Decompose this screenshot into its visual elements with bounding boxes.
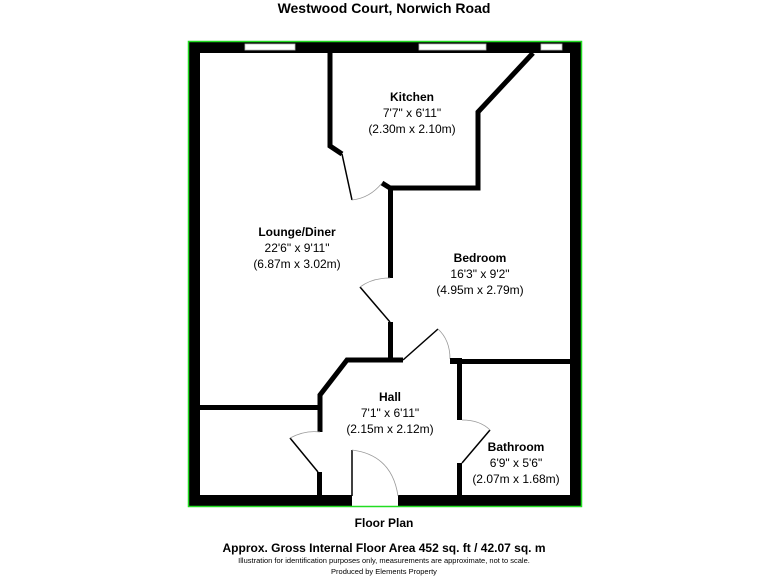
- room-lounge: Lounge/Diner 22'6" x 9'11" (6.87m x 3.02…: [253, 225, 340, 271]
- floor-area: Approx. Gross Internal Floor Area 452 sq…: [223, 541, 546, 555]
- door-swing: [359, 277, 391, 288]
- room-name: Hall: [379, 390, 401, 404]
- lounge-bedroom-wall: [388, 188, 393, 278]
- floor-label: Floor Plan: [355, 516, 414, 530]
- cupboard-door: [289, 437, 319, 473]
- hall-wall-stub: [450, 358, 462, 364]
- window: [418, 43, 487, 51]
- room-size-metric: (2.07m x 1.68m): [472, 472, 559, 486]
- bathroom-wall-left: [457, 362, 462, 420]
- room-name: Bathroom: [488, 440, 545, 454]
- window: [244, 43, 296, 51]
- bathroom-door: [461, 429, 491, 464]
- outer-wall-right: [570, 41, 582, 507]
- room-size-metric: (2.30m x 2.10m): [368, 122, 455, 136]
- partition-wall: [200, 405, 320, 410]
- room-name: Kitchen: [390, 90, 434, 104]
- hall-wall-lower: [317, 472, 322, 495]
- room-size-imperial: 16'3" x 9'2": [450, 267, 509, 281]
- room-name: Bedroom: [454, 251, 507, 265]
- door-swing: [289, 431, 321, 439]
- room-size-metric: (6.87m x 3.02m): [253, 257, 340, 271]
- room-bathroom: Bathroom 6'9" x 5'6" (2.07m x 1.68m): [472, 440, 559, 486]
- room-size-metric: (4.95m x 2.79m): [436, 283, 523, 297]
- kitchen-wall-left: [327, 53, 344, 157]
- room-size-imperial: 7'1" x 6'11": [361, 406, 419, 420]
- bathroom-wall-top: [462, 359, 570, 364]
- outer-wall-bottom-left: [188, 495, 352, 507]
- room-size-imperial: 22'6" x 9'11": [265, 241, 330, 255]
- room-size-imperial: 7'7" x 6'11": [383, 106, 441, 120]
- plan-title: Westwood Court, Norwich Road: [278, 0, 491, 16]
- bathroom-wall-left-lower: [457, 463, 462, 495]
- door-swing: [351, 449, 399, 497]
- room-bedroom: Bedroom 16'3" x 9'2" (4.95m x 2.79m): [436, 251, 523, 297]
- door-swing: [351, 182, 383, 201]
- walls: [188, 41, 582, 507]
- room-hall: Hall 7'1" x 6'11" (2.15m x 2.12m): [346, 390, 433, 436]
- room-kitchen: Kitchen 7'7" x 6'11" (2.30m x 2.10m): [368, 90, 455, 136]
- room-size-imperial: 6'9" x 5'6": [490, 456, 542, 470]
- plan-border: [187, 40, 583, 508]
- hall-wall: [317, 357, 403, 432]
- room-size-metric: (2.15m x 2.12m): [346, 422, 433, 436]
- disclaimer: Illustration for identification purposes…: [238, 556, 530, 565]
- bedroom-door: [359, 286, 391, 323]
- kitchen-door: [341, 153, 353, 201]
- kitchen-wall-right: [380, 51, 535, 191]
- room-name: Lounge/Diner: [258, 225, 336, 239]
- hall-bedroom-door: [402, 328, 439, 361]
- window: [540, 43, 563, 51]
- door-swing: [461, 419, 491, 431]
- door-swing: [437, 328, 451, 360]
- lounge-bedroom-wall-lower: [388, 322, 393, 362]
- outer-wall-bottom-right: [398, 495, 582, 507]
- credit: Produced by Elements Property: [331, 567, 437, 576]
- outer-wall-left: [188, 41, 200, 507]
